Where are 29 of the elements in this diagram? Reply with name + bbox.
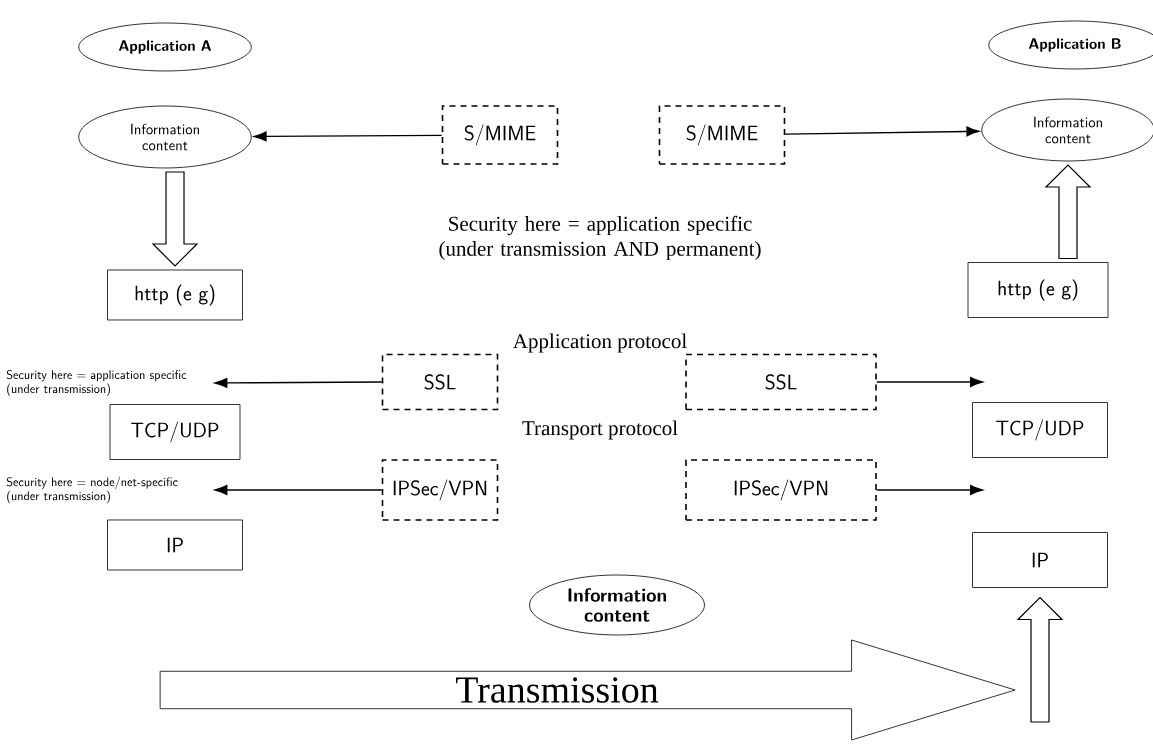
arrow <box>876 485 983 495</box>
protocol-box: TCP/UDP <box>109 404 241 460</box>
protocol-box: http (e g) <box>967 262 1109 318</box>
caption-text: Security here = application specific (under transmission AND permanent) <box>439 215 761 261</box>
dashed-box: IPSec/VPN <box>381 459 499 521</box>
caption-text: Application protocol <box>513 333 687 353</box>
block-arrow <box>1044 164 1092 260</box>
dashed-box: SSL <box>381 353 499 411</box>
note-text: Security here = node/net-specific (under transmission) <box>6 476 178 504</box>
block-arrow <box>1016 596 1064 723</box>
dashed-box: S/MIME <box>441 105 559 165</box>
arrow <box>214 377 383 388</box>
ellipse-node: Information content <box>529 574 705 636</box>
arrow <box>214 485 383 495</box>
arrow <box>876 377 983 387</box>
protocol-box: IP <box>972 532 1108 588</box>
dashed-box: IPSec/VPN <box>685 459 877 521</box>
protocol-box: IP <box>107 519 243 571</box>
note-text: Security here = application specific (under transmission) <box>6 369 187 397</box>
protocol-box: TCP/UDP <box>972 402 1108 458</box>
dashed-box: S/MIME <box>658 105 786 165</box>
dashed-box: SSL <box>685 353 877 411</box>
protocol-box: http (e g) <box>107 269 243 321</box>
ellipse-node: Application A <box>78 22 252 72</box>
block-arrow <box>151 171 199 267</box>
arrow <box>784 126 980 137</box>
arrow <box>253 131 443 142</box>
caption-text: Transport protocol <box>522 420 678 440</box>
ellipse-node: Information content <box>78 105 252 169</box>
